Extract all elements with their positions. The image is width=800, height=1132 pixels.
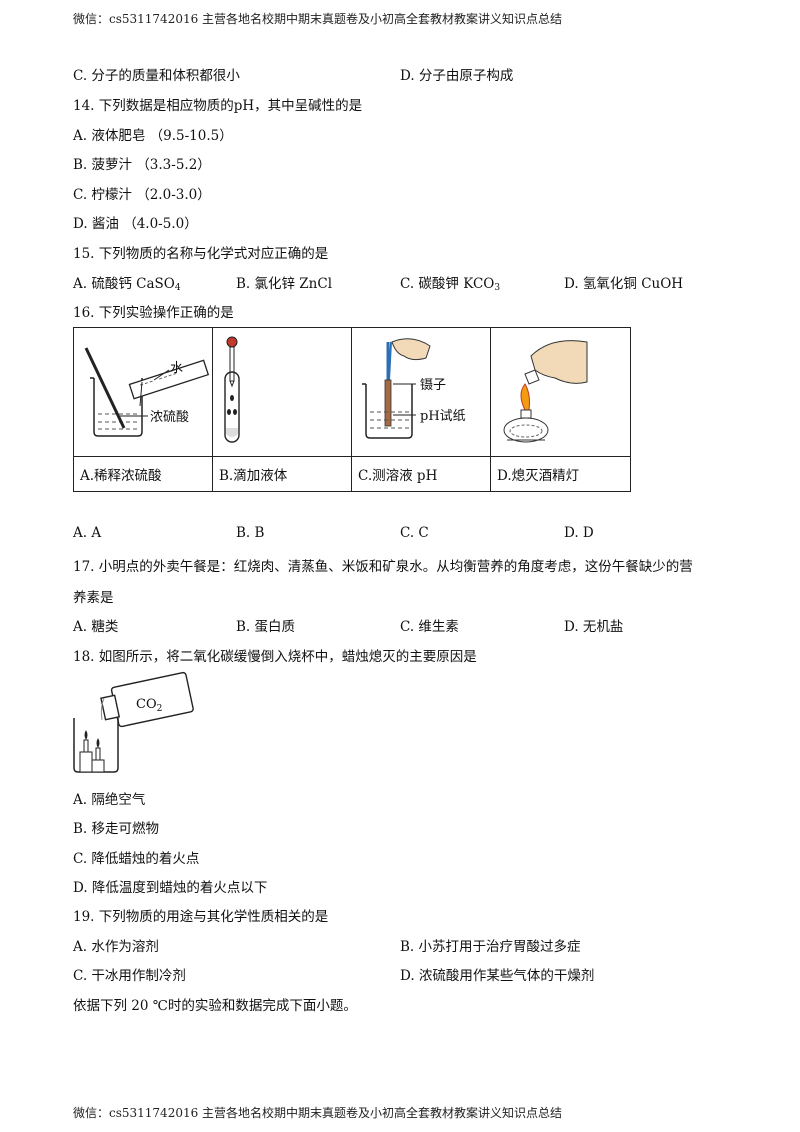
q17-option-a: A. 糖类 xyxy=(73,619,119,635)
label-ph-paper: pH试纸 xyxy=(420,409,466,424)
q14-option-c: C. 柠檬汁 （2.0-3.0） xyxy=(73,187,211,203)
closing-instruction: 依据下列 20 ℃时的实验和数据完成下面小题。 xyxy=(73,998,357,1014)
q16-stem: 16. 下列实验操作正确的是 xyxy=(73,305,234,321)
q16-option-d: D. D xyxy=(564,525,594,541)
q14-option-b: B. 菠萝汁 （3.3-5.2） xyxy=(73,157,211,173)
figure-co2-candles: CO2 xyxy=(73,671,194,773)
label-tweezers: 镊子 xyxy=(420,378,446,393)
figure-dropper xyxy=(212,327,352,457)
q19-option-d: D. 浓硫酸用作某些气体的干燥剂 xyxy=(400,968,595,984)
q14-option-d: D. 酱油 （4.0-5.0） xyxy=(73,216,198,232)
label-water: 水 xyxy=(170,361,183,376)
q15-option-d: D. 氢氧化铜 CuOH xyxy=(564,276,684,292)
q18-option-b: B. 移走可燃物 xyxy=(73,821,160,837)
q16-option-a: A. A xyxy=(73,525,102,541)
q15-stem: 15. 下列物质的名称与化学式对应正确的是 xyxy=(73,246,329,262)
figure-blow-lamp xyxy=(490,327,631,457)
label-conc-acid: 浓硫酸 xyxy=(150,410,189,425)
page-footer: 微信：cs5311742016 主营各地名校期中期末真题卷及小初高全套教材教案讲… xyxy=(73,1106,563,1120)
q18-option-a: A. 隔绝空气 xyxy=(73,792,146,808)
q13-option-d: D. 分子由原子构成 xyxy=(400,68,514,84)
q14-stem: 14. 下列数据是相应物质的pH，其中呈碱性的是 xyxy=(73,98,363,114)
q19-option-c: C. 干冰用作制冷剂 xyxy=(73,968,186,984)
q17-option-c: C. 维生素 xyxy=(400,619,459,635)
q15-option-a: A. 硫酸钙 CaSO4 xyxy=(73,276,181,293)
caption-c: C.测溶液 pH xyxy=(351,456,491,492)
caption-d: D.熄灭酒精灯 xyxy=(490,456,631,492)
q19-option-b: B. 小苏打用于治疗胃酸过多症 xyxy=(400,939,581,955)
label-co2: CO2 xyxy=(136,697,162,714)
q16-option-c: C. C xyxy=(400,525,429,541)
q16-experiment-table: 水 浓硫酸 xyxy=(73,327,631,492)
q17-option-b: B. 蛋白质 xyxy=(236,619,296,635)
q18-option-d: D. 降低温度到蜡烛的着火点以下 xyxy=(73,880,268,896)
q19-option-a: A. 水作为溶剂 xyxy=(73,939,159,955)
q15-option-c: C. 碳酸钾 KCO3 xyxy=(400,276,501,293)
q18-option-c: C. 降低蜡烛的着火点 xyxy=(73,851,200,867)
q13-option-c: C. 分子的质量和体积都很小 xyxy=(73,68,240,84)
q17-stem-line1: 17. 小明点的外卖午餐是：红烧肉、清蒸鱼、米饭和矿泉水。从均衡营养的角度考虑，… xyxy=(73,559,693,575)
q17-option-d: D. 无机盐 xyxy=(564,619,624,635)
figure-dilute-acid: 水 浓硫酸 xyxy=(73,327,213,457)
q14-option-a: A. 液体肥皂 （9.5-10.5） xyxy=(73,128,233,144)
caption-a: A.稀释浓硫酸 xyxy=(73,456,213,492)
page-header: 微信：cs5311742016 主营各地名校期中期末真题卷及小初高全套教材教案讲… xyxy=(73,12,563,26)
q19-stem: 19. 下列物质的用途与其化学性质相关的是 xyxy=(73,909,329,925)
caption-b: B.滴加液体 xyxy=(212,456,352,492)
q15-option-b: B. 氯化锌 ZnCl xyxy=(236,276,333,292)
figure-ph-test: 镊子 pH试纸 xyxy=(351,327,491,457)
q17-stem-line2: 养素是 xyxy=(73,590,114,606)
q18-stem: 18. 如图所示，将二氧化碳缓慢倒入烧杯中，蜡烛熄灭的主要原因是 xyxy=(73,649,477,665)
q16-option-b: B. B xyxy=(236,525,265,541)
